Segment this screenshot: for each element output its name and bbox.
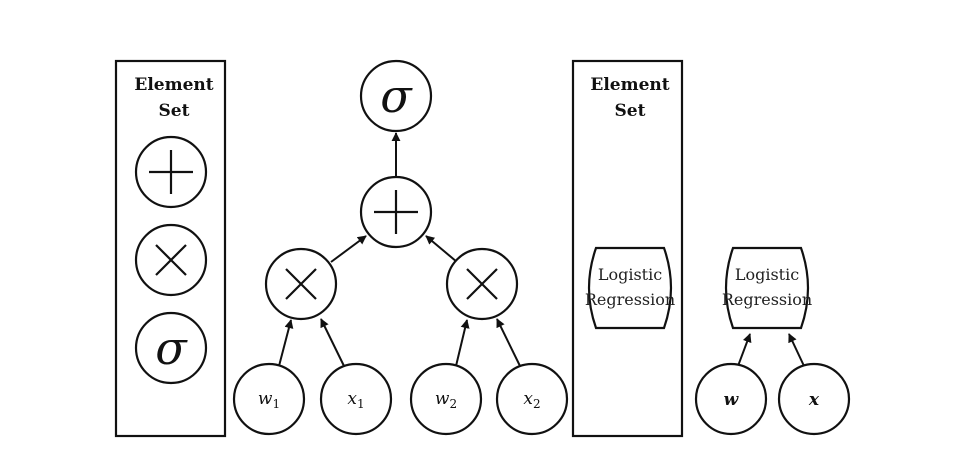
input-w-node: w	[694, 362, 768, 436]
left-set-title-line2: Set	[159, 101, 190, 121]
element-times-node	[134, 223, 208, 297]
left-element-set: Element Set σ	[114, 59, 227, 438]
edge-w2-to-mult	[455, 319, 470, 367]
svg-text:x2: x2	[523, 389, 540, 411]
svg-text:w1: w1	[258, 389, 280, 411]
right-element-set-frame	[571, 59, 684, 438]
mult-left-node	[264, 247, 338, 321]
leaf-w1-sub: 1	[272, 397, 280, 411]
edge-x2-to-mult	[496, 318, 521, 367]
lr-module-line1: Logistic	[598, 265, 662, 284]
right-set-title-line1: Element	[590, 75, 669, 95]
sigma-glyph: σ	[155, 321, 188, 375]
element-sigma-node: σ	[134, 311, 208, 385]
svg-text:x1: x1	[347, 389, 364, 411]
leaf-x1: x1	[319, 362, 393, 436]
input-w-label: w	[724, 390, 740, 410]
svg-text:w2: w2	[435, 389, 457, 411]
edge-x1-to-mult	[320, 318, 345, 367]
leaf-x1-sub: 1	[357, 397, 365, 411]
edge-multleft-to-sum	[330, 235, 367, 263]
leaf-w2: w2	[409, 362, 483, 436]
input-x-node: x	[777, 362, 851, 436]
sum-node	[359, 175, 433, 249]
expression-tree: σ w1 x1	[232, 59, 569, 436]
leaf-w1-base: w	[258, 389, 273, 409]
edge-w1-to-mult	[278, 319, 294, 367]
logistic-regression-module: Logistic Regression	[585, 246, 675, 330]
right-element-set: Element Set Logistic Regression	[571, 59, 684, 438]
leaf-x2: x2	[495, 362, 569, 436]
leaf-x1-base: x	[347, 389, 357, 409]
compact-graph: Logistic Regression w x	[694, 246, 851, 436]
compact-lr-line1: Logistic	[735, 265, 799, 284]
element-plus-node	[134, 135, 208, 209]
compact-lr-line2: Regression	[722, 290, 812, 309]
lr-module-line2: Regression	[585, 290, 675, 309]
mult-right-node	[445, 247, 519, 321]
leaf-x2-sub: 2	[533, 397, 541, 411]
leaf-w2-base: w	[435, 389, 450, 409]
input-x-label: x	[808, 390, 820, 410]
left-element-set-frame	[114, 59, 227, 438]
leaf-x2-base: x	[523, 389, 533, 409]
leaf-w1: w1	[232, 362, 306, 436]
edge-w-to-lr	[737, 333, 752, 367]
right-set-title-line2: Set	[615, 101, 646, 121]
compact-lr-module: Logistic Regression	[722, 246, 812, 330]
root-sigma-node: σ	[359, 59, 433, 133]
leaf-w2-sub: 2	[449, 397, 457, 411]
edge-multright-to-sum	[425, 235, 458, 263]
edge-x-to-lr	[788, 333, 805, 367]
root-sigma-label: σ	[380, 69, 413, 123]
left-set-title-line1: Element	[134, 75, 213, 95]
